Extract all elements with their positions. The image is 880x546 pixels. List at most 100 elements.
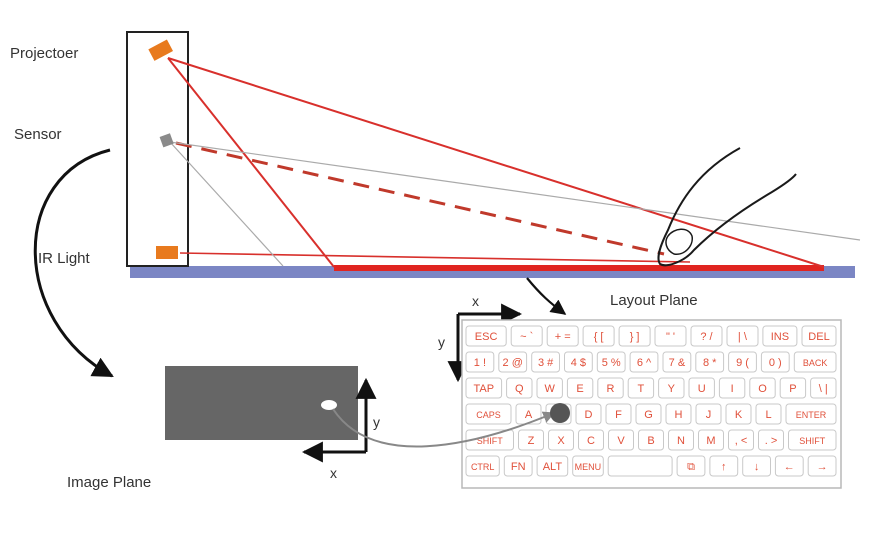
key-label-0-3: { [: [594, 331, 604, 343]
key-label-4-2: X: [557, 435, 565, 447]
touch-point-keyboard: [550, 403, 570, 423]
key-label-1-7: 8 *: [703, 357, 717, 369]
key-label-2-4: R: [607, 383, 615, 395]
key-3-6: [665, 403, 692, 425]
key-2-7: [688, 377, 715, 399]
sensor-to-image-arrow: [33, 148, 114, 378]
key-1-8: [728, 351, 757, 373]
key-4-0: [465, 429, 514, 451]
key-2-10: [779, 377, 807, 399]
key-3-10: [785, 403, 837, 425]
key-label-2-10: P: [789, 383, 796, 395]
finger-nail: [665, 228, 693, 255]
key-5-2: [536, 455, 569, 477]
key-5-7: [742, 455, 772, 477]
image-plane-label: Image Plane: [67, 474, 152, 491]
reflection-dashed-ray: [175, 141, 665, 256]
key-0-5: [654, 325, 687, 347]
sensor-label: Sensor: [14, 126, 62, 143]
layout-x-axis-label: x: [472, 293, 479, 309]
key-label-2-2: W: [545, 383, 556, 395]
key-label-0-2: + =: [555, 331, 571, 343]
key-label-5-8: ←: [784, 461, 795, 473]
key-label-1-3: 4 $: [571, 357, 586, 369]
key-3-3: [575, 403, 602, 425]
key-1-5: [629, 351, 659, 373]
key-2-6: [658, 377, 685, 399]
key-label-4-10: SHIFT: [799, 436, 826, 446]
key-label-2-3: E: [576, 383, 583, 395]
key-label-0-0: ESC: [475, 331, 498, 343]
ir-light-label: IR Light: [38, 250, 90, 267]
key-2-8: [718, 377, 746, 399]
layout-plane-label: Layout Plane: [610, 292, 698, 309]
key-label-5-2: ALT: [543, 461, 563, 473]
key-label-3-4: F: [615, 409, 622, 421]
key-label-1-2: 3 #: [538, 357, 554, 369]
key-label-3-5: G: [644, 409, 653, 421]
layout-y-axis-label: y: [438, 334, 445, 350]
key-label-2-9: O: [758, 383, 767, 395]
key-label-4-8: , <: [735, 435, 748, 447]
key-4-4: [608, 429, 634, 451]
key-0-8: [762, 325, 798, 347]
key-1-4: [596, 351, 626, 373]
key-5-6: [709, 455, 739, 477]
key-4-3: [578, 429, 604, 451]
key-3-8: [725, 403, 752, 425]
key-5-5: [676, 455, 706, 477]
key-label-5-9: →: [817, 461, 828, 473]
ir-light-icon: [156, 246, 178, 259]
key-label-5-3: MENU: [575, 462, 602, 472]
key-label-1-10: BACK: [803, 358, 828, 368]
sensor-fov-top: [169, 141, 861, 241]
key-label-0-4: } ]: [630, 331, 640, 343]
key-1-10: [793, 351, 837, 373]
key-2-1: [506, 377, 533, 399]
key-label-4-1: Z: [528, 435, 535, 447]
key-label-2-5: T: [638, 383, 645, 395]
key-2-2: [536, 377, 563, 399]
key-1-0: [465, 351, 495, 373]
key-label-3-8: K: [735, 409, 743, 421]
projector-label: Projectoer: [10, 45, 79, 62]
key-label-5-0: CTRL: [471, 462, 495, 472]
key-label-1-4: 5 %: [602, 357, 621, 369]
key-label-3-1: A: [525, 409, 533, 421]
key-5-3: [572, 455, 604, 477]
key-0-2: [546, 325, 579, 347]
key-label-2-8: I: [731, 383, 734, 395]
key-0-3: [582, 325, 615, 347]
key-label-3-9: L: [765, 409, 771, 421]
key-label-3-0: CAPS: [476, 410, 501, 420]
key-label-1-8: 9 (: [736, 357, 749, 369]
key-0-7: [726, 325, 759, 347]
key-4-8: [728, 429, 754, 451]
device-housing: [126, 31, 189, 267]
key-label-4-7: M: [706, 435, 715, 447]
key-label-4-6: N: [677, 435, 685, 447]
key-4-1: [518, 429, 544, 451]
key-2-11: [810, 377, 837, 399]
image-x-axis-label: x: [330, 465, 337, 481]
key-5-4: [607, 455, 673, 477]
key-1-2: [531, 351, 561, 373]
key-4-7: [698, 429, 724, 451]
key-0-6: [690, 325, 723, 347]
key-3-0: [465, 403, 512, 425]
key-label-2-7: U: [698, 383, 706, 395]
image-y-axis-label: y: [373, 414, 380, 430]
key-label-3-3: D: [585, 409, 593, 421]
key-label-3-6: H: [675, 409, 683, 421]
key-label-1-9: 0 ): [769, 357, 782, 369]
key-4-9: [758, 429, 784, 451]
key-label-0-9: DEL: [808, 331, 829, 343]
key-1-7: [695, 351, 725, 373]
key-5-0: [465, 455, 500, 477]
key-5-9: [807, 455, 837, 477]
key-label-2-1: Q: [515, 383, 524, 395]
key-3-7: [695, 403, 722, 425]
key-1-1: [498, 351, 528, 373]
